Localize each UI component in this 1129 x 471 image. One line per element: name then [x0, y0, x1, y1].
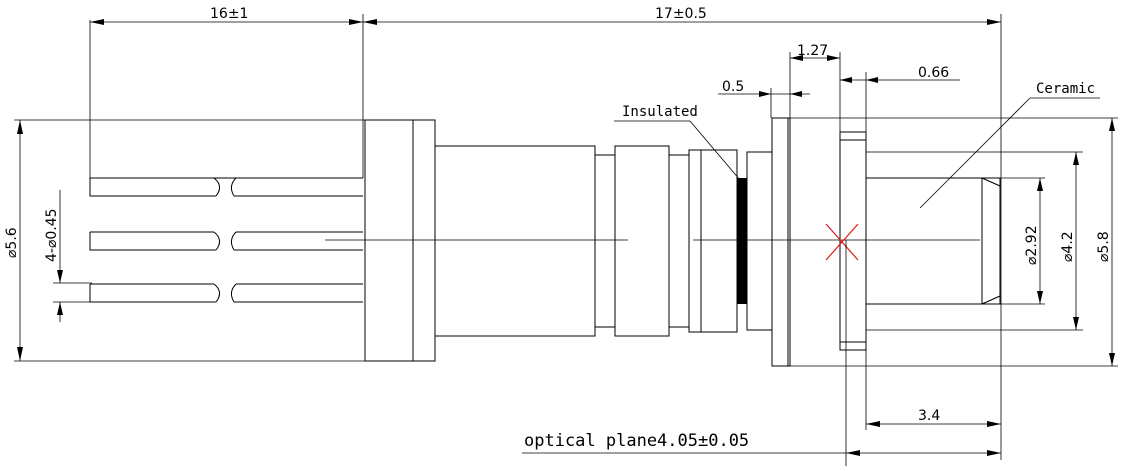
lead-pins — [89, 177, 363, 303]
insulated-callout: Insulated — [614, 104, 741, 181]
dim-dia58-label: ⌀5.8 — [1096, 231, 1112, 262]
ceramic-label: Ceramic — [1036, 81, 1095, 97]
dim-16: 16±1 — [89, 6, 364, 178]
dim-066-label: 0.66 — [918, 65, 949, 81]
dim-dia58: ⌀5.8 — [788, 117, 1118, 367]
dim-05-label: 0.5 — [722, 79, 744, 95]
dim-dia42-label: ⌀4.2 — [1060, 231, 1076, 262]
optical-center-marker — [825, 223, 859, 261]
dim-dia42: ⌀4.2 — [866, 151, 1083, 331]
dim-34-label: 3.4 — [918, 408, 940, 424]
dim-optical-plane: optical plane4.05±0.05 — [522, 240, 1001, 466]
dim-pin-label: 4-⌀0.45 — [44, 208, 60, 262]
insulator-ring — [737, 178, 747, 304]
dim-05: 0.5 — [718, 79, 810, 118]
dim-17-label: 17±0.5 — [655, 6, 707, 22]
insulated-label: Insulated — [622, 104, 698, 120]
dim-pin: 4-⌀0.45 — [44, 190, 92, 322]
dim-16-label: 16±1 — [210, 6, 248, 22]
optical-plane-label: optical plane4.05±0.05 — [524, 431, 749, 451]
dim-17: 17±0.5 — [363, 6, 1002, 460]
dim-127: 1.27 — [789, 43, 841, 132]
body-cap — [434, 145, 773, 337]
dim-127-label: 1.27 — [797, 43, 828, 59]
header-flange — [364, 119, 436, 362]
dim-066: 0.66 — [840, 65, 960, 132]
ceramic-window — [771, 117, 1001, 367]
ceramic-callout: Ceramic — [919, 81, 1100, 209]
dim-dia56-label: ⌀5.6 — [4, 227, 20, 258]
dim-dia56: ⌀5.6 — [4, 119, 365, 362]
dim-34: 3.4 — [865, 350, 1001, 430]
dim-dia292-label: ⌀2.92 — [1024, 225, 1040, 265]
dim-dia292: ⌀2.92 — [1000, 177, 1045, 305]
